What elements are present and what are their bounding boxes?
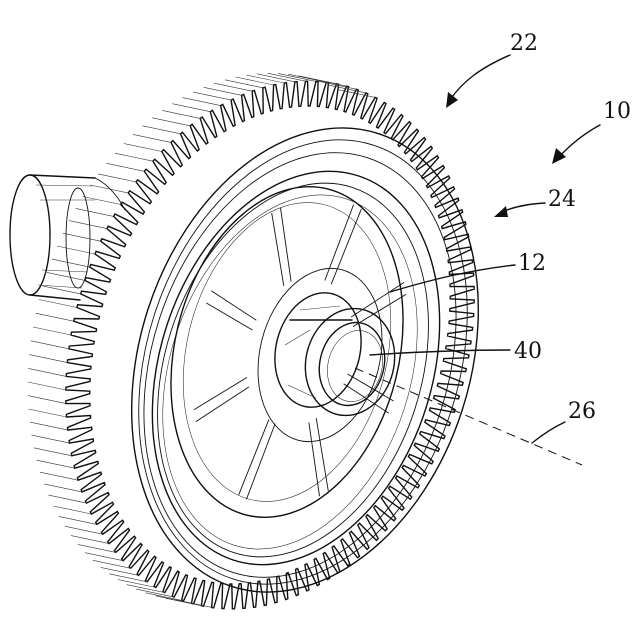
tooth-face-line bbox=[28, 368, 66, 376]
tooth-face-line bbox=[118, 580, 156, 588]
web-spokes bbox=[194, 205, 406, 500]
tooth-face-line bbox=[106, 163, 144, 171]
tooth-face-line bbox=[48, 495, 86, 503]
tooth-face-line bbox=[59, 516, 97, 524]
spoke-edge bbox=[272, 213, 284, 286]
tooth-face-line bbox=[172, 104, 210, 112]
tooth-face-line bbox=[152, 118, 190, 126]
tooth-face-line bbox=[36, 313, 74, 321]
tooth-face-line bbox=[115, 153, 153, 161]
tooth-face-line bbox=[98, 174, 136, 182]
tooth-face-line bbox=[44, 484, 82, 492]
tooth-face-line bbox=[162, 110, 200, 118]
tooth-face-line bbox=[278, 73, 316, 81]
leader-40 bbox=[370, 350, 510, 355]
arrowhead-24 bbox=[494, 206, 508, 217]
tooth-face-line bbox=[193, 92, 231, 100]
gear-web bbox=[138, 162, 437, 542]
ref-numeral-26: 26 bbox=[568, 399, 596, 424]
arrowhead-22 bbox=[446, 92, 458, 108]
tooth-face-line bbox=[76, 208, 114, 216]
ref-numeral-22: 22 bbox=[510, 31, 538, 56]
tooth-face-line bbox=[53, 506, 91, 514]
tooth-face-line bbox=[204, 87, 242, 95]
ref-numeral-10: 10 bbox=[603, 99, 631, 124]
tooth-face-line bbox=[83, 197, 121, 205]
tooth-face-line bbox=[39, 300, 77, 308]
tooth-face-line bbox=[31, 341, 69, 349]
tooth-profile bbox=[66, 81, 474, 609]
tooth-face-line bbox=[33, 327, 71, 335]
spoke-edge bbox=[331, 209, 361, 284]
tooth-face-line bbox=[124, 144, 162, 152]
rotation-axis bbox=[355, 368, 582, 465]
tooth-face-line bbox=[32, 435, 70, 443]
tooth-face-line bbox=[40, 472, 78, 480]
arrowhead-10 bbox=[552, 148, 566, 164]
tooth-face-line bbox=[78, 544, 116, 552]
spoke-edge bbox=[239, 420, 269, 495]
leader-lines bbox=[370, 55, 600, 443]
ref-numeral-40: 40 bbox=[514, 339, 542, 364]
tooth-face-line bbox=[29, 409, 67, 417]
leader-10 bbox=[558, 125, 600, 158]
tooth-face-line bbox=[109, 574, 147, 582]
tooth-face-line bbox=[146, 593, 184, 601]
tooth-face-line bbox=[65, 526, 103, 534]
spoke-edge bbox=[211, 291, 256, 320]
tooth-face-line bbox=[101, 567, 139, 575]
tooth-face-line bbox=[93, 560, 131, 568]
ref-numeral-12: 12 bbox=[518, 251, 546, 276]
tooth-face-line bbox=[69, 221, 107, 229]
spoke-edge bbox=[281, 208, 292, 282]
tooth-face-line bbox=[28, 396, 66, 404]
tooth-face-line bbox=[133, 134, 171, 142]
tooth-face-line bbox=[63, 233, 101, 241]
tooth-face-line bbox=[37, 460, 75, 468]
tooth-face-line bbox=[47, 272, 85, 280]
ref-numeral-24: 24 bbox=[548, 187, 576, 212]
spoke-edge bbox=[206, 303, 252, 330]
tooth-face-line bbox=[236, 77, 274, 85]
tooth-face-line bbox=[246, 75, 284, 83]
gear-teeth bbox=[66, 81, 474, 609]
tooth-face-line bbox=[143, 126, 181, 134]
tooth-face-line bbox=[28, 382, 66, 390]
spoke-edge bbox=[246, 424, 275, 500]
leader-22 bbox=[450, 55, 510, 100]
tooth-face-line bbox=[71, 536, 109, 544]
tooth-face-line bbox=[29, 355, 67, 363]
leader-26 bbox=[532, 422, 565, 443]
tooth-face-line bbox=[34, 448, 72, 456]
spoke-edge bbox=[309, 422, 320, 496]
tooth-face-line bbox=[52, 259, 90, 267]
tooth-face-line bbox=[85, 553, 123, 561]
tooth-face-line bbox=[30, 422, 68, 430]
tooth-face-line bbox=[90, 185, 128, 193]
spur-gear bbox=[28, 73, 536, 637]
tooth-face-line bbox=[183, 98, 221, 106]
